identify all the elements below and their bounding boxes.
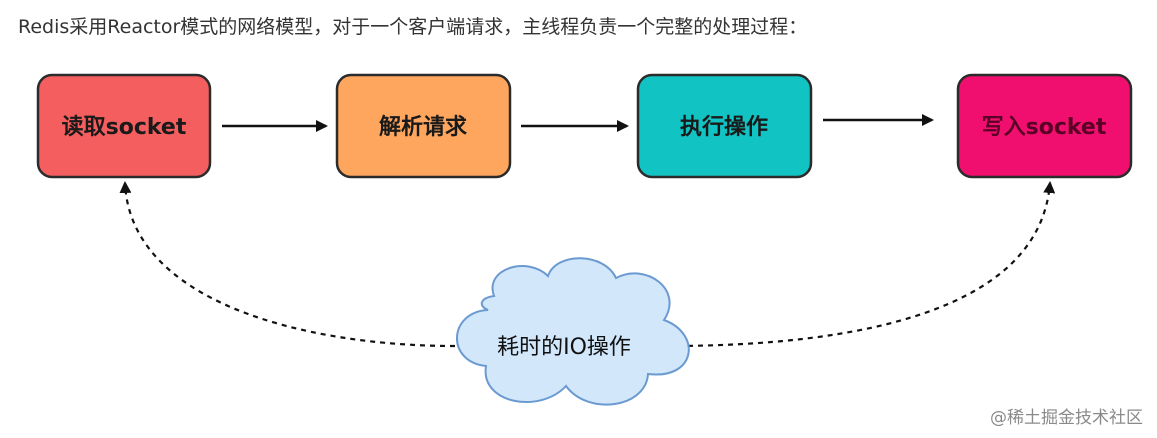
node-write-box <box>956 73 1133 179</box>
node-read-label: 读取socket <box>62 115 187 140</box>
watermark: @稀土掘金技术社区 <box>990 408 1143 428</box>
node-write-socket: 写入socket <box>956 73 1133 179</box>
cloud-shape <box>456 257 690 406</box>
io-cloud: 耗时的IO操作 <box>456 257 690 406</box>
node-write-label: 写入socket <box>982 115 1107 140</box>
edge-io-to-write <box>667 181 1056 348</box>
node-exec-box <box>636 73 813 179</box>
node-execute-operation: 执行操作 <box>636 73 813 179</box>
node-read-socket: 读取socket <box>36 73 212 179</box>
node-exec-label: 执行操作 <box>680 114 768 140</box>
node-parse-label: 解析请求 <box>379 114 467 140</box>
edge-io-to-read <box>119 181 456 348</box>
diagram-caption: Redis采用Reactor模式的网络模型，对于一个客户端请求，主线程负责一个完… <box>18 16 808 38</box>
node-parse-box <box>335 73 512 179</box>
node-parse-request: 解析请求 <box>335 73 512 179</box>
cloud-label: 耗时的IO操作 <box>497 335 631 360</box>
node-read-box <box>36 73 212 179</box>
